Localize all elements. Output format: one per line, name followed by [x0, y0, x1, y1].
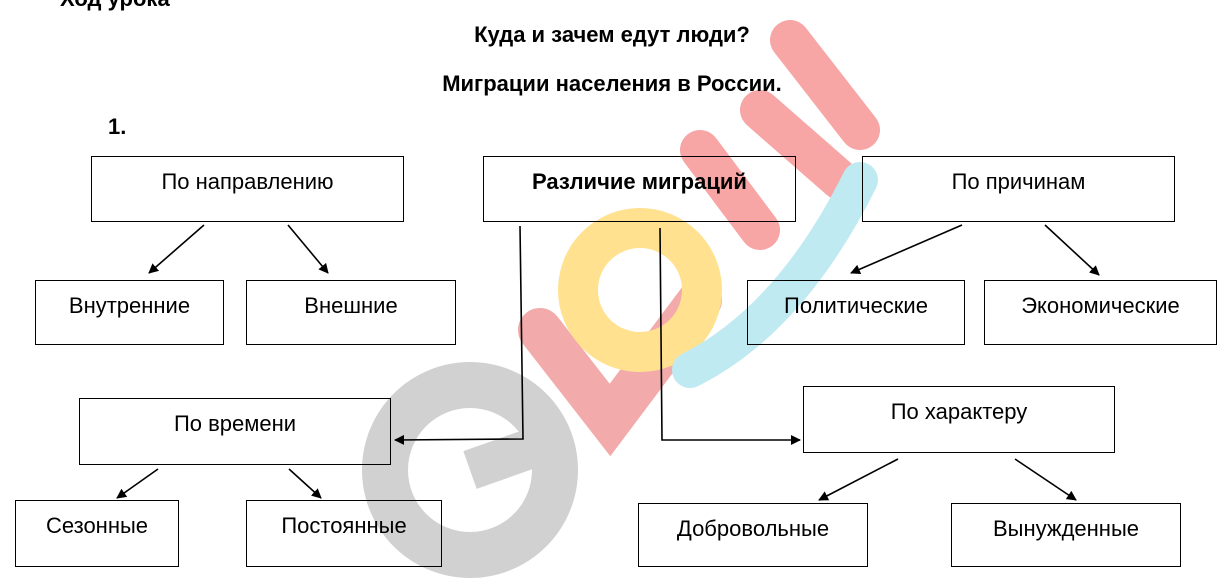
arrow-character-forced — [1014, 458, 1077, 501]
box-by-cause: По причинам — [862, 156, 1175, 222]
box-voluntary-label: Добровольные — [676, 516, 830, 541]
box-by-time: По времени — [79, 398, 391, 465]
box-political: Политические — [747, 280, 965, 345]
box-economic-label: Экономические — [1021, 293, 1180, 318]
box-by-direction: По направлению — [91, 156, 404, 222]
watermark-letter-e — [362, 362, 578, 578]
box-permanent-label: Постоянные — [281, 513, 407, 538]
box-by-character: По характеру — [803, 386, 1115, 453]
box-external: Внешние — [246, 280, 456, 345]
arrow-center-to-character — [659, 227, 801, 445]
box-voluntary: Добровольные — [638, 503, 868, 567]
box-center-label: Различие миграций — [532, 169, 747, 194]
watermark-letter-k — [680, 90, 860, 250]
cut-off-heading: Ход урока — [60, 0, 170, 12]
box-seasonal: Сезонные — [15, 500, 179, 567]
arrow-center-to-time — [394, 225, 524, 445]
box-economic: Экономические — [984, 280, 1217, 345]
box-by-cause-label: По причинам — [951, 169, 1086, 194]
arrow-direction-internal — [148, 224, 205, 274]
watermark-swoosh — [672, 162, 878, 388]
watermark-e-bar — [463, 421, 562, 489]
box-by-time-label: По времени — [173, 411, 297, 436]
box-by-direction-label: По направлению — [161, 169, 334, 194]
box-internal: Внутренние — [35, 280, 224, 345]
box-by-character-label: По характеру — [890, 399, 1028, 424]
box-political-label: Политические — [784, 293, 928, 318]
box-permanent: Постоянные — [246, 500, 442, 567]
arrow-cause-political — [850, 224, 963, 275]
box-external-label: Внешние — [304, 293, 398, 318]
watermark-letter-i — [770, 20, 880, 150]
lesson-title: Куда и зачем едут люди? — [474, 22, 750, 47]
arrow-time-permanent — [288, 468, 322, 499]
arrow-character-voluntary — [818, 458, 899, 501]
arrow-time-seasonal — [116, 468, 159, 499]
lesson-subtitle: Миграции населения в России. — [442, 71, 782, 96]
task-number: 1. — [108, 114, 127, 139]
box-center-migration-types: Различие миграций — [483, 156, 796, 222]
box-forced-label: Вынужденные — [992, 516, 1140, 541]
box-seasonal-label: Сезонные — [45, 513, 149, 538]
arrow-direction-external — [287, 224, 329, 274]
box-internal-label: Внутренние — [68, 293, 191, 318]
arrow-cause-economic — [1044, 224, 1100, 276]
box-forced: Вынужденные — [951, 503, 1181, 567]
watermark-letter-o — [558, 208, 722, 372]
